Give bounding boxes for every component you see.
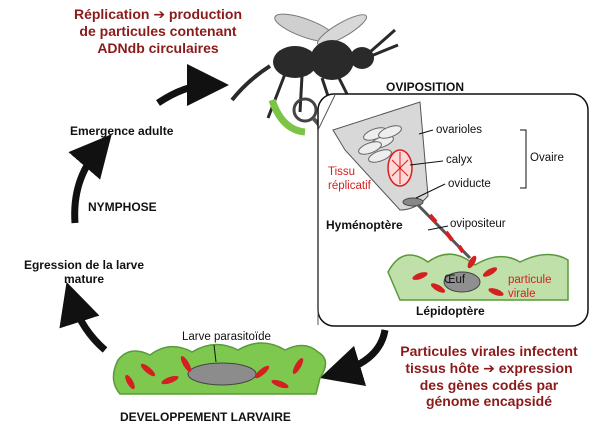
larval-development-label: DEVELOPPEMENT LARVAIRE (120, 410, 291, 424)
egg-label: Œuf (444, 274, 466, 286)
viral-particle-label: particule virale (508, 274, 552, 300)
oviduct-label: oviducte (448, 178, 491, 190)
ovarioles-label: ovarioles (436, 124, 483, 136)
parasitoid-larva (187, 362, 257, 386)
egression-label: Egression de la larve mature (23, 258, 145, 287)
ovaire-label: Ovaire (530, 152, 564, 164)
egg-shape (443, 271, 481, 293)
hymenoptera-label: Hyménoptère (326, 218, 403, 232)
replicative-tissue (387, 149, 413, 187)
replicative-tissue-label: Tissu réplicatif (328, 166, 371, 192)
ovaire-bracket (520, 129, 527, 189)
ovipositor-label: ovipositeur (450, 218, 506, 230)
wasp-illustration (230, 13, 399, 150)
replication-caption: Réplication ➔ production de particules c… (73, 6, 243, 56)
viral-particles-host (125, 356, 304, 390)
parasitoid-larva-label: Larve parasitoïde (182, 331, 271, 343)
calyx-label: calyx (446, 154, 473, 166)
viral-particles-caption: Particules virales infectent tissus hôte… (400, 343, 578, 410)
lepidoptera-label: Lépidoptère (416, 304, 485, 318)
arrow-egression-to-nymphose (59, 282, 108, 353)
nymphose-label: NYMPHOSE (88, 200, 157, 214)
arrow-nymphose-to-emergence (68, 134, 112, 224)
viral-particles-inset (412, 255, 504, 296)
arrow-oviposition-to-larval (319, 329, 389, 387)
emergence-label: Emergence adulte (70, 124, 174, 138)
oviduct-egg (402, 197, 424, 207)
arrow-emergence-to-oviposition (156, 64, 229, 107)
ovarioles-cluster (358, 125, 402, 163)
oviposition-label: OVIPOSITION (386, 80, 465, 94)
